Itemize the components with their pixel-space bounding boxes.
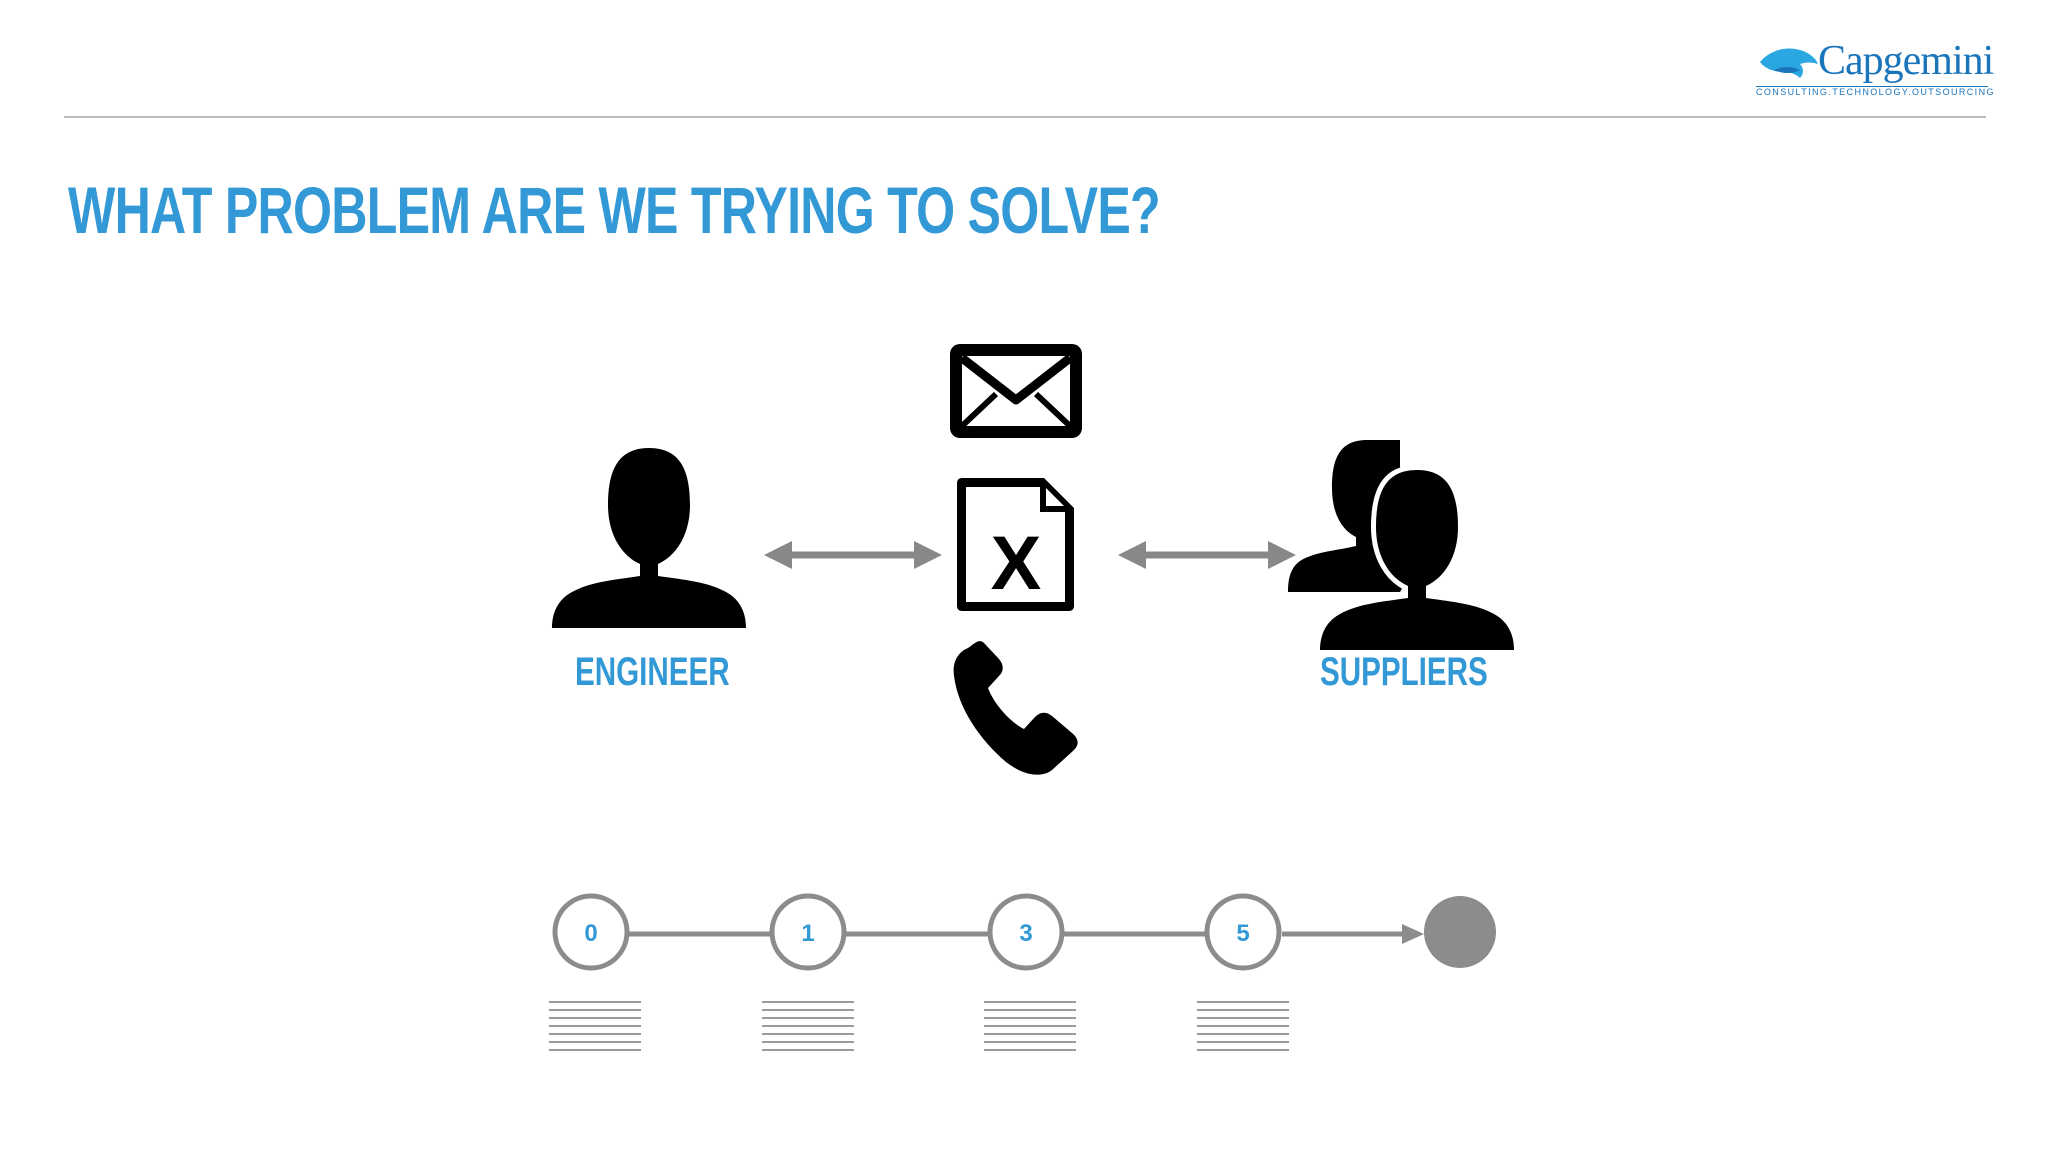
company-logo: Capgemini CONSULTING.TECHNOLOGY.OUTSOURC… — [1752, 36, 1995, 100]
timeline-step-label: 5 — [1236, 920, 1249, 947]
spreadsheet-file-icon: X — [957, 478, 1074, 611]
timeline-step: 1 — [769, 893, 847, 971]
phone-icon — [953, 641, 1078, 775]
suppliers-label: SUPPLIERS — [1320, 650, 1488, 694]
timeline-step: 5 — [1204, 893, 1282, 971]
page-title: WHAT PROBLEM ARE WE TRYING TO SOLVE? — [68, 173, 1161, 247]
timeline-step: 0 — [552, 893, 630, 971]
logo-spade-icon — [1760, 48, 1818, 78]
envelope-icon — [950, 344, 1082, 438]
timeline-text-placeholder — [549, 1001, 641, 1051]
timeline-text-placeholder — [1197, 1001, 1289, 1051]
logo-wordmark: Capgemini — [1818, 38, 1994, 84]
suppliers-front-person-icon — [1314, 464, 1520, 655]
timeline-step-label: 1 — [801, 920, 814, 947]
timeline-step-label: 0 — [584, 920, 597, 947]
engineer-person-icon — [552, 448, 746, 628]
timeline: 0 1 3 5 — [549, 893, 1496, 1051]
header-rule — [64, 116, 1986, 118]
timeline-text-placeholder — [984, 1001, 1076, 1051]
timeline-text-placeholder — [762, 1001, 854, 1051]
timeline-step-label: 3 — [1019, 920, 1032, 947]
logo-tagline: CONSULTING.TECHNOLOGY.OUTSOURCING — [1756, 86, 1995, 97]
timeline-arrowhead — [1402, 924, 1424, 944]
timeline-end-marker — [1424, 896, 1496, 968]
engineer-label: ENGINEER — [575, 650, 730, 694]
svg-text:X: X — [991, 521, 1042, 606]
timeline-step: 3 — [987, 893, 1065, 971]
